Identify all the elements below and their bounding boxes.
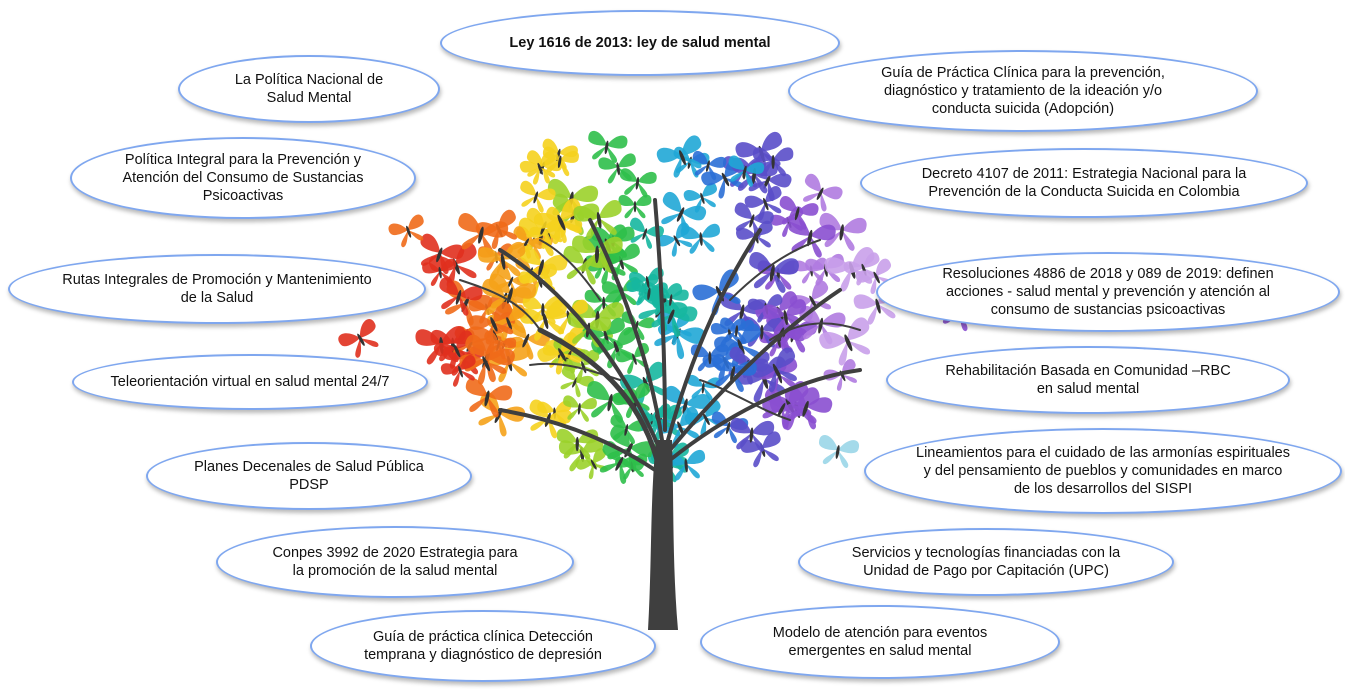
butterfly-icon — [388, 214, 424, 248]
butterfly-icon — [740, 431, 781, 468]
butterfly-icon — [744, 185, 782, 221]
bubble-servicios: Servicios y tecnologías financiadas con … — [798, 528, 1174, 596]
butterfly-icon — [534, 198, 582, 245]
butterfly-icon — [784, 386, 833, 430]
butterfly-icon — [787, 217, 836, 258]
butterfly-icon — [818, 435, 860, 468]
bubble-rbc: Rehabilitación Basada en Comunidad –RBC … — [886, 346, 1290, 414]
bubble-politica-integral: Política Integral para la Prevención y A… — [70, 137, 416, 219]
butterfly-icon — [440, 354, 476, 387]
butterfly-icon — [619, 168, 657, 198]
butterfly-icon — [762, 299, 807, 335]
butterfly-icon — [572, 235, 623, 273]
butterfly-icon — [661, 191, 706, 235]
butterfly-icon — [465, 378, 513, 418]
butterfly-icon — [803, 173, 843, 212]
tree-branches — [459, 198, 862, 472]
bubble-guia-depresion: Guía de práctica clínica Detección tempr… — [310, 610, 656, 682]
bubble-rutas: Rutas Integrales de Promoción y Mantenim… — [8, 254, 426, 324]
bubble-ley1616: Ley 1616 de 2013: ley de salud mental — [440, 10, 840, 76]
bubble-decreto4107: Decreto 4107 de 2011: Estrategia Naciona… — [860, 148, 1308, 218]
butterfly-icon — [563, 395, 597, 422]
butterfly-icon — [656, 135, 702, 178]
butterfly-icon — [439, 277, 483, 316]
bubble-teleorientacion: Teleorientación virtual en salud mental … — [72, 354, 428, 410]
butterfly-icon — [338, 319, 379, 358]
bubble-guia-suicida: Guía de Práctica Clínica para la prevenc… — [788, 50, 1258, 132]
bubble-lineamientos: Lineamientos para el cuidado de las armo… — [864, 428, 1342, 514]
bubble-conpes: Conpes 3992 de 2020 Estrategia para la p… — [216, 526, 574, 598]
butterfly-icon — [665, 450, 706, 481]
butterfly-icon — [618, 194, 652, 219]
bubble-modelo: Modelo de atención para eventos emergent… — [700, 605, 1060, 679]
butterfly-icon — [819, 317, 871, 366]
butterfly-icon — [588, 130, 628, 163]
bubble-planes: Planes Decenales de Salud Pública PDSP — [146, 442, 472, 510]
butterfly-icon — [730, 417, 775, 452]
bubble-politica-nacional: La Política Nacional de Salud Mental — [178, 55, 440, 123]
butterfly-icon — [615, 342, 649, 374]
butterfly-icon — [600, 441, 645, 484]
bubble-resoluciones: Resoluciones 4886 de 2018 y 089 de 2019:… — [876, 252, 1340, 332]
butterfly-icon — [779, 196, 819, 230]
butterfly-icon — [680, 223, 720, 254]
butterfly-icon — [753, 147, 794, 177]
butterfly-icon — [749, 252, 799, 293]
butterfly-icon — [422, 258, 457, 286]
butterfly-icon — [520, 180, 556, 213]
butterfly-icon — [819, 212, 867, 251]
butterfly-icon — [542, 146, 580, 177]
butterfly-icon — [556, 428, 599, 459]
butterfly-icon — [728, 155, 765, 187]
butterfly-icon — [573, 200, 622, 240]
tree-trunk — [648, 440, 678, 630]
